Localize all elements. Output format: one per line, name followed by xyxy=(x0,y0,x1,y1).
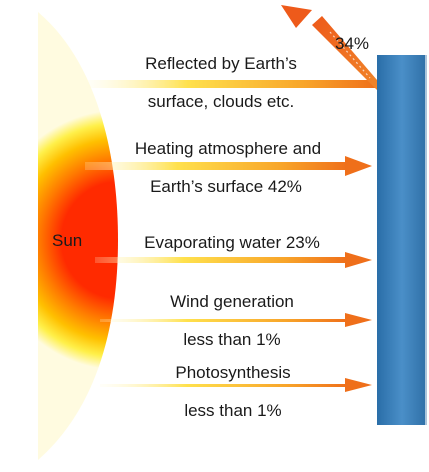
wind-label-line2: less than 1% xyxy=(183,330,281,349)
reflected-beam xyxy=(85,80,377,88)
photosynthesis-label-line1: Photosynthesis xyxy=(175,363,291,382)
heating-label-line1: Heating atmosphere and xyxy=(134,139,322,158)
evaporating-arrow xyxy=(95,252,372,268)
heating-label-line2: Earth’s surface 42% xyxy=(150,177,302,196)
wind-arrow xyxy=(100,313,372,327)
evaporating-label: Evaporating water 23% xyxy=(144,233,320,252)
photosynthesis-label-line2: less than 1% xyxy=(184,401,282,420)
reflected-percent-label: 34% xyxy=(335,34,370,53)
reflected-arrow xyxy=(281,5,377,90)
sun-label: Sun xyxy=(52,231,83,250)
reflected-label-line1: Reflected by Earth’s xyxy=(145,54,297,73)
reflected-label-line2: surface, clouds etc. xyxy=(147,92,295,111)
earth-block xyxy=(377,55,427,425)
sun-shape xyxy=(38,12,118,460)
heating-arrow xyxy=(85,156,372,176)
wind-label-line1: Wind generation xyxy=(170,292,294,311)
photosynthesis-arrow xyxy=(100,378,372,392)
